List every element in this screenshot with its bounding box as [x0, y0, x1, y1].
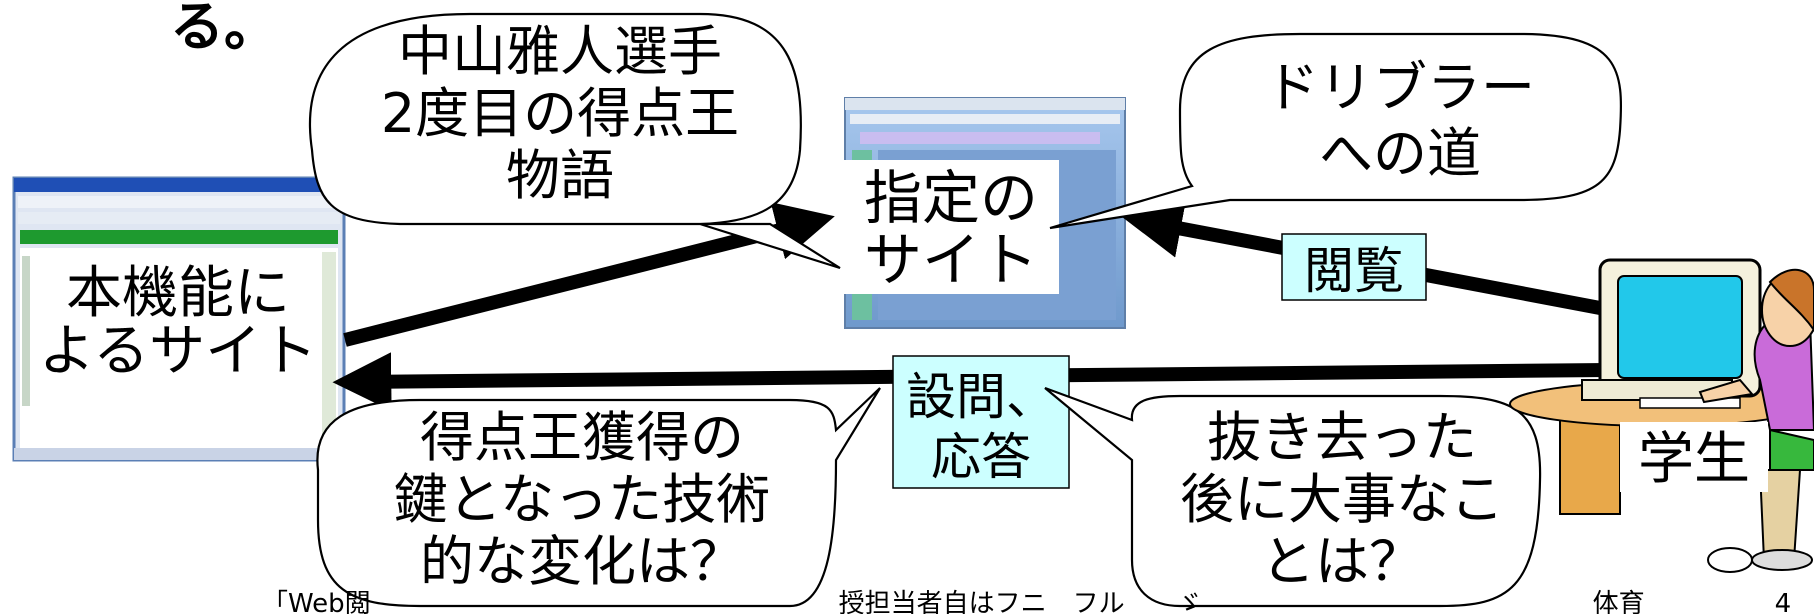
- bubble-bottom-right-line3: とは？: [1261, 530, 1423, 593]
- bubble-bottom-right-line1: 抜き去った: [1207, 406, 1477, 469]
- left-site-label-line2: よるサイト: [39, 319, 317, 384]
- bubble-bottom-left-line1: 得点王獲得の: [420, 406, 744, 469]
- center-site-label-line2: サイト: [864, 226, 1038, 294]
- student-at-computer-illustration: [1509, 258, 1814, 573]
- left-site-label-line1: 本機能に: [66, 261, 290, 326]
- browse-label: 閲覧: [1304, 242, 1404, 300]
- question-label-box: [892, 355, 1070, 489]
- bubble-bottom-left: 得点王獲得の 鍵となった技術 的な変化は？: [316, 387, 881, 608]
- bubble-top-right-line1: ドリブラー: [1265, 56, 1535, 119]
- question-label-line2: 応答: [931, 428, 1031, 486]
- footer-text: 「Web閲 授担当者自はフニ フル ゞ 体育 4: [262, 589, 1791, 614]
- arrow-left-site-to-center: [343, 202, 835, 347]
- bubble-top-left-line3: 物語: [506, 144, 614, 207]
- bubble-bottom-left-line2: 鍵となった技術: [394, 468, 770, 531]
- bubble-top-left-line1: 中山雅人選手: [398, 20, 722, 83]
- bubble-top-right: ドリブラー への道: [1049, 32, 1623, 230]
- student-label-box: [1620, 422, 1768, 492]
- bubble-bottom-right-line2: 後に大事なこ: [1180, 468, 1504, 531]
- student-label: 学生: [1638, 427, 1750, 492]
- bubble-bottom-right: 抜き去った 後に大事なこ とは？: [1044, 386, 1542, 608]
- center-site-label-line1: 指定の: [864, 164, 1038, 232]
- bubble-top-left: 中山雅人選手 2度目の得点王 物語: [308, 12, 841, 270]
- left-site-label-box: [34, 258, 322, 382]
- bubble-top-right-line2: への道: [1319, 122, 1481, 185]
- center-site-label-box: [843, 160, 1059, 294]
- bubble-bottom-left-line3: 的な変化は？: [420, 530, 744, 593]
- browse-label-box: [1281, 233, 1427, 301]
- question-label-line1: 設問、: [906, 368, 1056, 426]
- bubble-top-left-line2: 2度目の得点王: [381, 82, 739, 145]
- header-fragment: る。: [170, 0, 278, 58]
